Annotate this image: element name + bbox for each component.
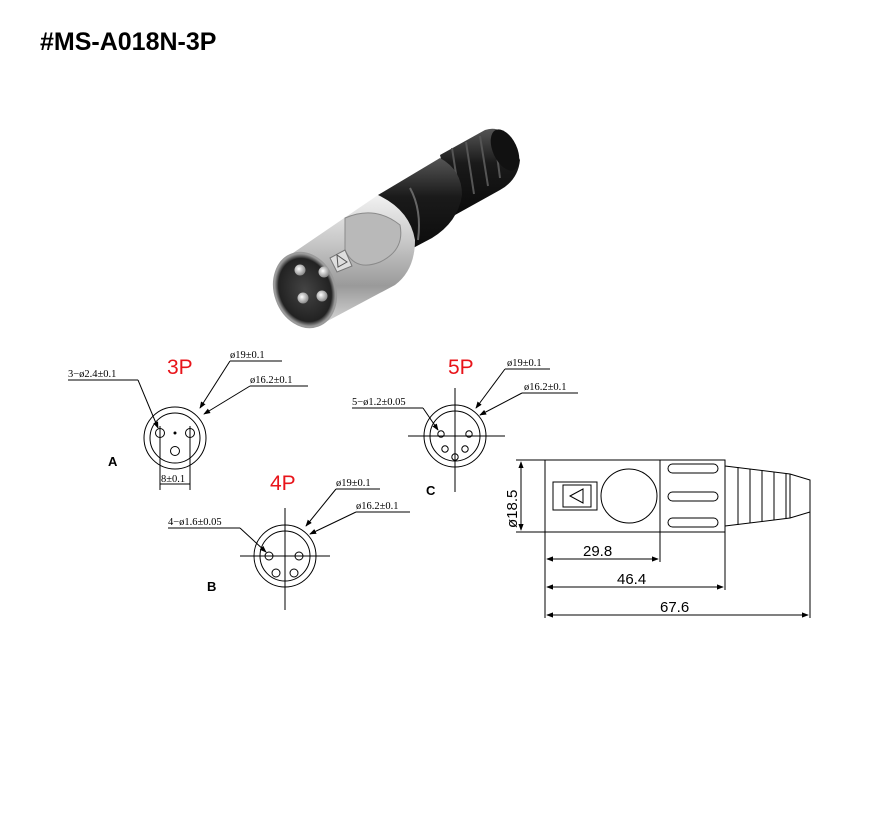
view-c-pin-hole: 5−ø1.2±0.05 <box>352 397 406 408</box>
connector-face <box>272 251 338 329</box>
view-b-outer-dia: ø19±0.1 <box>336 478 371 489</box>
view-b-pin-hole: 4−ø1.6±0.05 <box>168 517 222 528</box>
view-a-outer-dia: ø19±0.1 <box>230 350 265 361</box>
pin-4 <box>316 290 328 302</box>
view-a-pins-label: 3P <box>167 356 193 379</box>
view-a-letter: A <box>108 454 118 469</box>
view-b-pins-label: 4P <box>270 472 296 495</box>
side-length-3: 67.6 <box>660 599 689 616</box>
view-b-letter: B <box>207 579 216 594</box>
view-c-5p <box>352 368 578 492</box>
pin-3 <box>297 292 309 304</box>
side-length-1: 29.8 <box>583 543 612 560</box>
side-diameter: ø18.5 <box>504 490 521 528</box>
pin-2 <box>318 266 330 278</box>
view-b-4p <box>168 488 410 610</box>
view-b-inner-dia: ø16.2±0.1 <box>356 501 399 512</box>
view-c-letter: C <box>426 483 436 498</box>
view-c-outer-dia: ø19±0.1 <box>507 358 542 369</box>
view-a-pin-hole: 3−ø2.4±0.1 <box>68 369 116 380</box>
side-length-2: 46.4 <box>617 571 646 588</box>
view-c-inner-dia: ø16.2±0.1 <box>524 382 567 393</box>
view-a-3p <box>68 360 308 490</box>
view-a-pin-spacing: 8±0.1 <box>161 474 185 485</box>
product-title: #MS-A018N-3P <box>40 28 217 56</box>
view-c-pins-label: 5P <box>448 356 474 379</box>
side-view-drawing <box>516 459 811 618</box>
view-a-inner-dia: ø16.2±0.1 <box>250 375 293 386</box>
pin-1 <box>294 264 306 276</box>
connector-photo <box>272 128 520 329</box>
